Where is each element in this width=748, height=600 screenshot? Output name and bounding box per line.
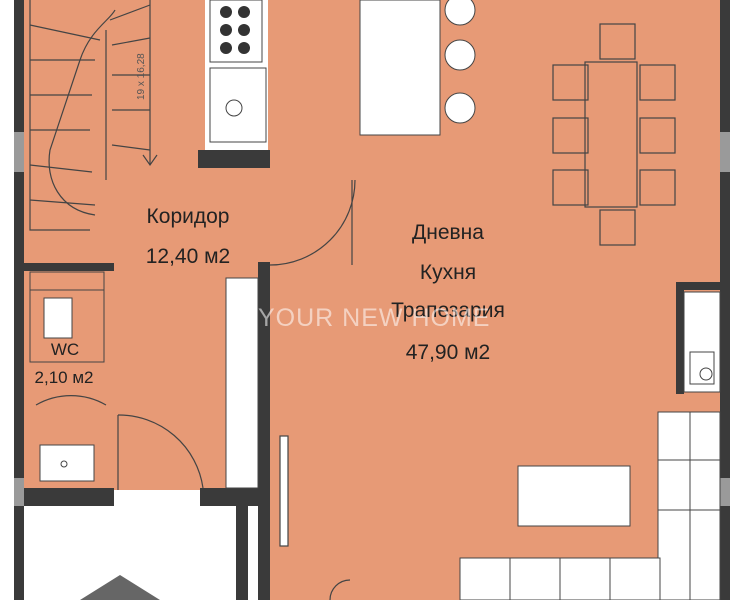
wardrobe xyxy=(225,277,259,489)
stove xyxy=(209,0,263,63)
corridor-area: 12,40 м2 xyxy=(145,245,231,268)
stair-dimension-note: 19 x 16,28 xyxy=(136,53,147,100)
doors xyxy=(35,179,356,600)
wc-name: WC xyxy=(50,340,80,359)
living-name-line3: Трапезария xyxy=(391,299,505,322)
wc-room xyxy=(29,271,105,482)
wall-unit-right xyxy=(683,291,721,393)
bar-stools xyxy=(444,0,476,124)
living-area: 47,90 м2 xyxy=(405,341,491,364)
wc-area: 2,10 м2 xyxy=(34,368,94,387)
sofa xyxy=(459,411,721,600)
living-name-line2: Кухня xyxy=(419,261,477,284)
dining-table xyxy=(552,23,676,246)
sink xyxy=(209,67,267,143)
entry-marker xyxy=(80,575,160,600)
walls xyxy=(14,0,730,600)
watermark: YOUR NEW HOME xyxy=(258,304,491,332)
kitchen-island xyxy=(359,0,441,136)
coffee-table xyxy=(517,465,631,527)
window-marks xyxy=(14,132,730,506)
staircase xyxy=(29,0,158,231)
corridor-name: Коридор xyxy=(146,205,230,228)
living-name-line1: Дневна xyxy=(412,221,484,244)
